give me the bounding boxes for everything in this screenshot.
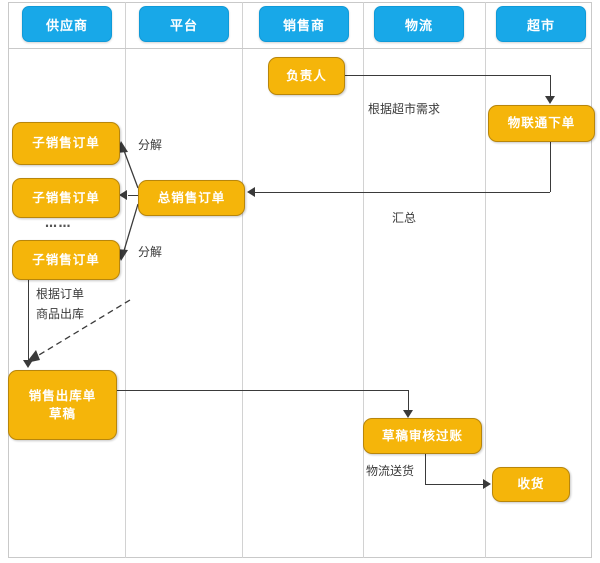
node-delivery-draft[interactable]: 销售出库单 草稿	[8, 370, 117, 440]
edge-label-split-top: 分解	[138, 138, 163, 152]
edge-label-split-bottom: 分解	[138, 245, 163, 259]
lane-header-reseller-label: 销售商	[282, 18, 325, 34]
lane-header-platform[interactable]: 平台	[139, 6, 229, 42]
node-sub-order-1[interactable]: 子销售订单	[12, 122, 120, 165]
node-iot-order[interactable]: 物联通下单	[488, 105, 595, 142]
node-total-order-label: 总销售订单	[157, 189, 226, 205]
node-delivery-draft-label-line1: 销售出库单	[28, 387, 97, 403]
connector-owner-to-iot-vertical	[550, 75, 551, 97]
lane-divider-4	[485, 2, 486, 558]
arrowhead-into-delivery-draft	[23, 360, 33, 368]
edge-label-logistics-delivery: 物流送货	[366, 464, 415, 478]
edge-label-per-market-demand: 根据超市需求	[368, 102, 441, 116]
node-receive[interactable]: 收货	[492, 467, 570, 502]
connector-sub3-to-delivery-draft	[28, 278, 29, 362]
arrowhead-into-sub-order-2	[119, 190, 127, 200]
connector-draft-to-audit	[115, 390, 408, 391]
lane-divider-1	[125, 2, 126, 558]
lane-header-reseller[interactable]: 销售商	[259, 6, 349, 42]
node-iot-order-label: 物联通下单	[507, 115, 576, 131]
node-total-order[interactable]: 总销售订单	[138, 180, 245, 216]
node-receive-label: 收货	[517, 476, 545, 492]
lane-header-supplier-label: 供应商	[45, 18, 88, 34]
node-sub-order-3[interactable]: 子销售订单	[12, 240, 120, 280]
lane-header-supermarket[interactable]: 超市	[496, 6, 586, 42]
connector-iot-to-total-order	[255, 192, 550, 193]
connector-iot-down	[550, 140, 551, 192]
node-owner[interactable]: 负责人	[268, 57, 345, 95]
connector-audit-to-receive	[425, 484, 484, 485]
node-draft-audit-label: 草稿审核过账	[381, 427, 463, 443]
edge-label-summarize: 汇总	[392, 211, 417, 225]
lane-header-supermarket-label: 超市	[526, 18, 555, 34]
connector-total-to-sub2	[128, 195, 138, 196]
connector-draft-to-audit-vertical	[408, 390, 409, 412]
lane-header-platform-label: 平台	[169, 18, 198, 34]
node-owner-label: 负责人	[286, 67, 327, 83]
lane-header-logistics-label: 物流	[404, 18, 433, 34]
node-sub-order-3-label: 子销售订单	[32, 251, 100, 267]
lane-divider-3	[363, 2, 364, 558]
lane-header-logistics[interactable]: 物流	[374, 6, 464, 42]
lane-divider-2	[242, 2, 243, 558]
arrowhead-into-total-order	[247, 187, 255, 197]
node-sub-order-2[interactable]: 子销售订单	[12, 178, 120, 218]
connector-audit-to-receive-vertical	[425, 452, 426, 484]
lane-header-supplier[interactable]: 供应商	[22, 6, 112, 42]
ellipsis-more-sub-orders: ……	[45, 216, 72, 230]
edge-label-per-order-line2: 商品出库	[36, 307, 85, 321]
connector-owner-to-iot	[343, 75, 550, 76]
edge-label-per-order-line1: 根据订单	[36, 287, 85, 301]
header-divider	[8, 48, 592, 49]
node-draft-audit[interactable]: 草稿审核过账	[363, 418, 482, 454]
arrowhead-into-receive	[483, 479, 491, 489]
node-delivery-draft-label-line2: 草稿	[48, 406, 76, 421]
arrowhead-into-iot-order	[545, 96, 555, 104]
node-sub-order-2-label: 子销售订单	[32, 189, 100, 205]
arrowhead-into-draft-audit	[403, 410, 413, 418]
node-sub-order-1-label: 子销售订单	[32, 135, 100, 151]
